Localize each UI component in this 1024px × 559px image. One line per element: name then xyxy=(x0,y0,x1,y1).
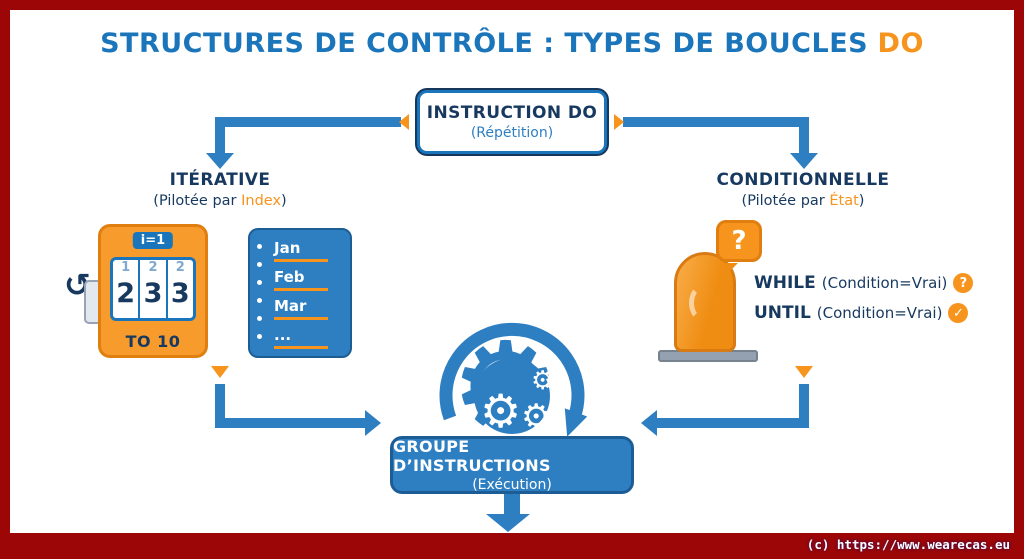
sensor-dome xyxy=(674,252,736,352)
list-item: ... xyxy=(274,323,344,352)
speech-bubble-tail xyxy=(724,263,738,277)
connector-top-right-horizontal xyxy=(623,117,809,127)
iterative-subtitle-suffix: ) xyxy=(281,193,287,209)
connector-top-left-horizontal xyxy=(215,117,401,127)
counter-digit: 2 xyxy=(116,278,136,309)
arrowhead-left xyxy=(641,410,657,436)
instruction-do-subtitle: (Répétition) xyxy=(470,125,554,141)
arrowhead-down-left xyxy=(206,153,234,169)
gear-icon: ⚙ xyxy=(480,384,522,438)
index-list-card: Jan Feb Mar ... xyxy=(248,228,352,358)
gear-icon: ⚙ xyxy=(531,366,555,396)
counter-init-label: i=1 xyxy=(132,232,174,249)
arrowhead-down-right xyxy=(790,153,818,169)
conditional-section-header: CONDITIONNELLE (Pilotée par État) xyxy=(688,170,918,209)
counter-limit-label: TO 10 xyxy=(125,332,181,351)
list-item-label: Mar xyxy=(274,297,328,320)
loop-counter-illustration: ↺ i=1 1 2 2 3 2 3 TO 10 xyxy=(64,222,218,362)
instruction-group-box: GROUPE D’INSTRUCTIONS (Exécution) xyxy=(390,436,634,494)
list-items: Jan Feb Mar ... xyxy=(274,236,344,352)
question-bubble: ? xyxy=(716,220,762,262)
page-title: STRUCTURES DE CONTRÔLE : TYPES DE BOUCLE… xyxy=(0,28,1024,59)
page-title-highlight: DO xyxy=(877,28,924,59)
counter-upper-digit: 2 xyxy=(148,260,158,275)
instruction-do-box: INSTRUCTION DO (Répétition) xyxy=(417,90,607,154)
question-bubble-text: ? xyxy=(731,226,747,256)
connector-top-left-vertical xyxy=(215,117,225,155)
gear-icon: ⚙ xyxy=(521,397,552,437)
orange-chevron-right-icon xyxy=(614,114,624,130)
gear-icon: ⚙ xyxy=(450,316,562,460)
instruction-group-subtitle: (Exécution) xyxy=(472,477,552,493)
while-condition-row: WHILE (Condition=Vrai) ? xyxy=(754,268,1022,298)
iterative-title: ITÉRATIVE xyxy=(169,170,271,190)
conditional-subtitle-highlight: État xyxy=(829,193,859,209)
instruction-do-title: INSTRUCTION DO xyxy=(426,103,598,123)
check-badge-icon: ✓ xyxy=(948,303,969,323)
state-sensor-illustration: ? xyxy=(652,220,782,362)
list-item-label: ... xyxy=(274,326,328,349)
counter-digit: 3 xyxy=(170,278,190,309)
until-condition-text: (Condition=Vrai) xyxy=(816,304,943,322)
connector-bottom-left-vertical xyxy=(215,384,225,428)
connector-bottom-exit xyxy=(504,494,520,516)
while-keyword: WHILE xyxy=(754,273,816,293)
counter-body: i=1 1 2 2 3 2 3 TO 10 xyxy=(98,224,208,358)
condition-list: WHILE (Condition=Vrai) ? UNTIL (Conditio… xyxy=(754,268,1022,328)
page-title-text: STRUCTURES DE CONTRÔLE : TYPES DE BOUCLE… xyxy=(100,28,869,59)
copyright-text: (c) https://www.wearecas.eu xyxy=(806,537,1010,552)
counter-digit: 3 xyxy=(143,278,163,309)
iterative-subtitle: (Pilotée par Index) xyxy=(108,193,332,209)
orange-down-marker-left-icon xyxy=(211,366,229,378)
connector-bottom-right-vertical xyxy=(799,384,809,428)
gear-hub-circle xyxy=(474,358,550,434)
iterative-subtitle-prefix: (Pilotée par xyxy=(153,193,237,209)
arrowhead-down-exit xyxy=(486,514,530,532)
connector-bottom-right-horizontal xyxy=(657,418,809,428)
counter-digit-column: 2 3 xyxy=(138,260,165,318)
until-condition-row: UNTIL (Condition=Vrai) ✓ xyxy=(754,298,1022,328)
list-binding-dots xyxy=(257,244,262,339)
counter-upper-digit: 1 xyxy=(121,260,131,275)
rotation-arrow-arc xyxy=(439,322,588,437)
counter-digit-column: 2 3 xyxy=(165,260,193,318)
conditional-subtitle: (Pilotée par État) xyxy=(688,193,918,209)
conditional-subtitle-suffix: ) xyxy=(858,193,865,209)
list-item: Feb xyxy=(274,265,344,294)
connector-top-right-vertical xyxy=(799,117,809,155)
counter-digit-column: 1 2 xyxy=(113,260,138,318)
conditional-title: CONDITIONNELLE xyxy=(716,170,890,190)
list-item: Jan xyxy=(274,236,344,265)
counter-window: 1 2 2 3 2 3 xyxy=(110,257,196,321)
orange-down-marker-right-icon xyxy=(795,366,813,378)
counter-upper-digit: 2 xyxy=(175,260,185,275)
sensor-signal-arc xyxy=(689,285,715,321)
list-item-label: Jan xyxy=(274,239,328,262)
list-item: Mar xyxy=(274,294,344,323)
until-keyword: UNTIL xyxy=(754,303,811,323)
while-condition-text: (Condition=Vrai) xyxy=(821,274,948,292)
iterative-subtitle-highlight: Index xyxy=(241,193,282,209)
iterative-section-header: ITÉRATIVE (Pilotée par Index) xyxy=(108,170,332,209)
connector-bottom-left-horizontal xyxy=(215,418,367,428)
conditional-subtitle-prefix: (Pilotée par xyxy=(741,193,825,209)
arrowhead-right xyxy=(365,410,381,436)
question-badge-icon: ? xyxy=(953,273,974,293)
orange-chevron-left-icon xyxy=(399,114,409,130)
list-item-label: Feb xyxy=(274,268,328,291)
instruction-group-title: GROUPE D’INSTRUCTIONS xyxy=(393,437,551,475)
